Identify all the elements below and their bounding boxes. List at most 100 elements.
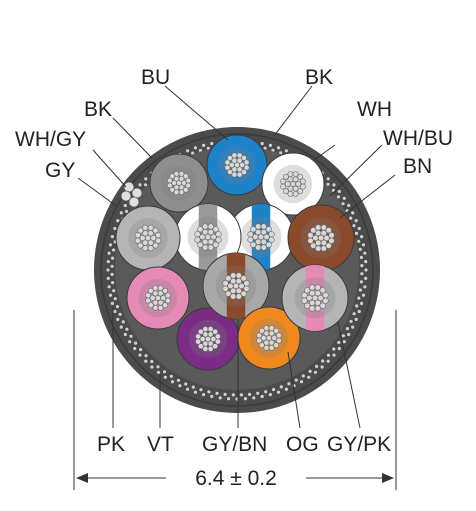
braid-strand — [215, 391, 219, 395]
conductor-strand — [258, 327, 265, 334]
braid-strand — [178, 384, 182, 388]
conductor-strand — [145, 292, 151, 299]
braid-strand — [308, 369, 312, 373]
braid-strand — [299, 380, 304, 384]
core-gy-pk — [281, 264, 349, 332]
braid-strand — [111, 281, 115, 285]
conductor-strand — [230, 272, 237, 279]
conductor-strand — [142, 245, 149, 252]
conductor-strand — [297, 173, 304, 180]
braid-strand — [279, 385, 283, 389]
leader-gy — [77, 177, 116, 206]
braid-strand — [108, 243, 113, 247]
conductor-strand — [139, 235, 146, 242]
drain-wire — [131, 187, 143, 199]
braid-strand — [231, 393, 235, 397]
braid-strand — [150, 359, 154, 364]
conductor-strand — [299, 183, 306, 190]
conductor-strand — [212, 241, 219, 248]
dim-arrow-left — [76, 473, 88, 483]
braid-strand — [115, 305, 120, 309]
conductor-strand — [231, 152, 238, 159]
conductor-strand — [319, 302, 326, 309]
conductor-strand — [299, 178, 306, 185]
braid-strand — [162, 370, 167, 374]
conductor-strand — [173, 189, 180, 195]
braid-strand — [361, 293, 366, 297]
core-og — [237, 306, 301, 370]
braid-strand — [110, 272, 114, 276]
braid-strand — [332, 353, 336, 357]
conductor-strand — [147, 224, 154, 231]
braid-strand — [218, 396, 222, 400]
leader-wh-gy — [92, 149, 127, 188]
conductor-strand — [155, 232, 162, 239]
conductor-strand — [183, 187, 189, 193]
braid-strand — [206, 146, 210, 150]
leader-wh — [313, 144, 336, 161]
braid-strand — [360, 301, 364, 305]
conductor-strand — [181, 180, 187, 186]
leader-bk-left — [112, 117, 153, 159]
conductor-strand — [197, 343, 204, 350]
core-wh-gy — [174, 203, 242, 271]
conductor-strand — [309, 284, 316, 291]
conductor-strand — [252, 233, 259, 241]
conductor-strand — [224, 159, 231, 166]
braid-strand — [223, 392, 227, 396]
conductor-strand — [238, 282, 245, 290]
conductor-strand — [207, 223, 214, 230]
conductor-strand — [147, 287, 154, 294]
conductor-strand — [183, 173, 189, 179]
braid-strand — [170, 380, 175, 384]
braid-strand — [184, 382, 188, 386]
conductor-strand — [284, 181, 291, 187]
conductor-strand — [178, 189, 185, 195]
conductor-strand — [292, 190, 299, 197]
conductor-strand — [207, 326, 214, 332]
conductor-strand — [142, 224, 149, 231]
label-gy-bn: GY/BN — [202, 433, 267, 456]
conductor-strand — [297, 188, 304, 195]
conductor-strand — [236, 152, 243, 159]
braid-strand — [320, 365, 324, 369]
conductor-strand — [178, 171, 185, 177]
conductor-strand — [275, 332, 282, 339]
conductor-strand — [152, 227, 159, 234]
braid-strand — [193, 146, 198, 150]
braid-strand — [355, 304, 359, 308]
braid-strand — [113, 226, 117, 231]
conductor-strand — [310, 242, 317, 249]
braid-strand — [361, 243, 366, 247]
conductor-strand — [241, 169, 247, 175]
conductor-strand — [275, 337, 282, 344]
leader-og — [287, 351, 301, 429]
conductor-strand — [240, 290, 247, 297]
conductor-strand — [195, 333, 201, 340]
braid-strand — [128, 340, 132, 344]
core-pk — [126, 266, 190, 330]
leader-wh-bu — [329, 144, 383, 197]
conductor-strand — [194, 231, 201, 238]
core-gy — [115, 205, 181, 271]
conductor-strand — [260, 244, 267, 251]
braid-strand — [359, 255, 363, 259]
conductor-strand — [250, 241, 257, 248]
conductor-strand — [306, 294, 313, 302]
conductor-strand — [171, 180, 177, 186]
conductor-strand — [137, 242, 144, 249]
conductor-strand — [317, 294, 324, 302]
braid-strand — [326, 353, 331, 357]
braid-strand — [315, 364, 319, 368]
braid-strand — [133, 346, 137, 351]
braid-strand — [106, 276, 110, 280]
conductor-strand — [169, 187, 175, 193]
braid-strand — [342, 196, 346, 200]
conductor-strand — [260, 335, 267, 341]
braid-strand — [144, 354, 148, 358]
conductor-strand — [194, 236, 201, 243]
braid-strand — [351, 211, 355, 215]
braid-strand — [260, 394, 264, 399]
braid-strand — [107, 285, 111, 289]
